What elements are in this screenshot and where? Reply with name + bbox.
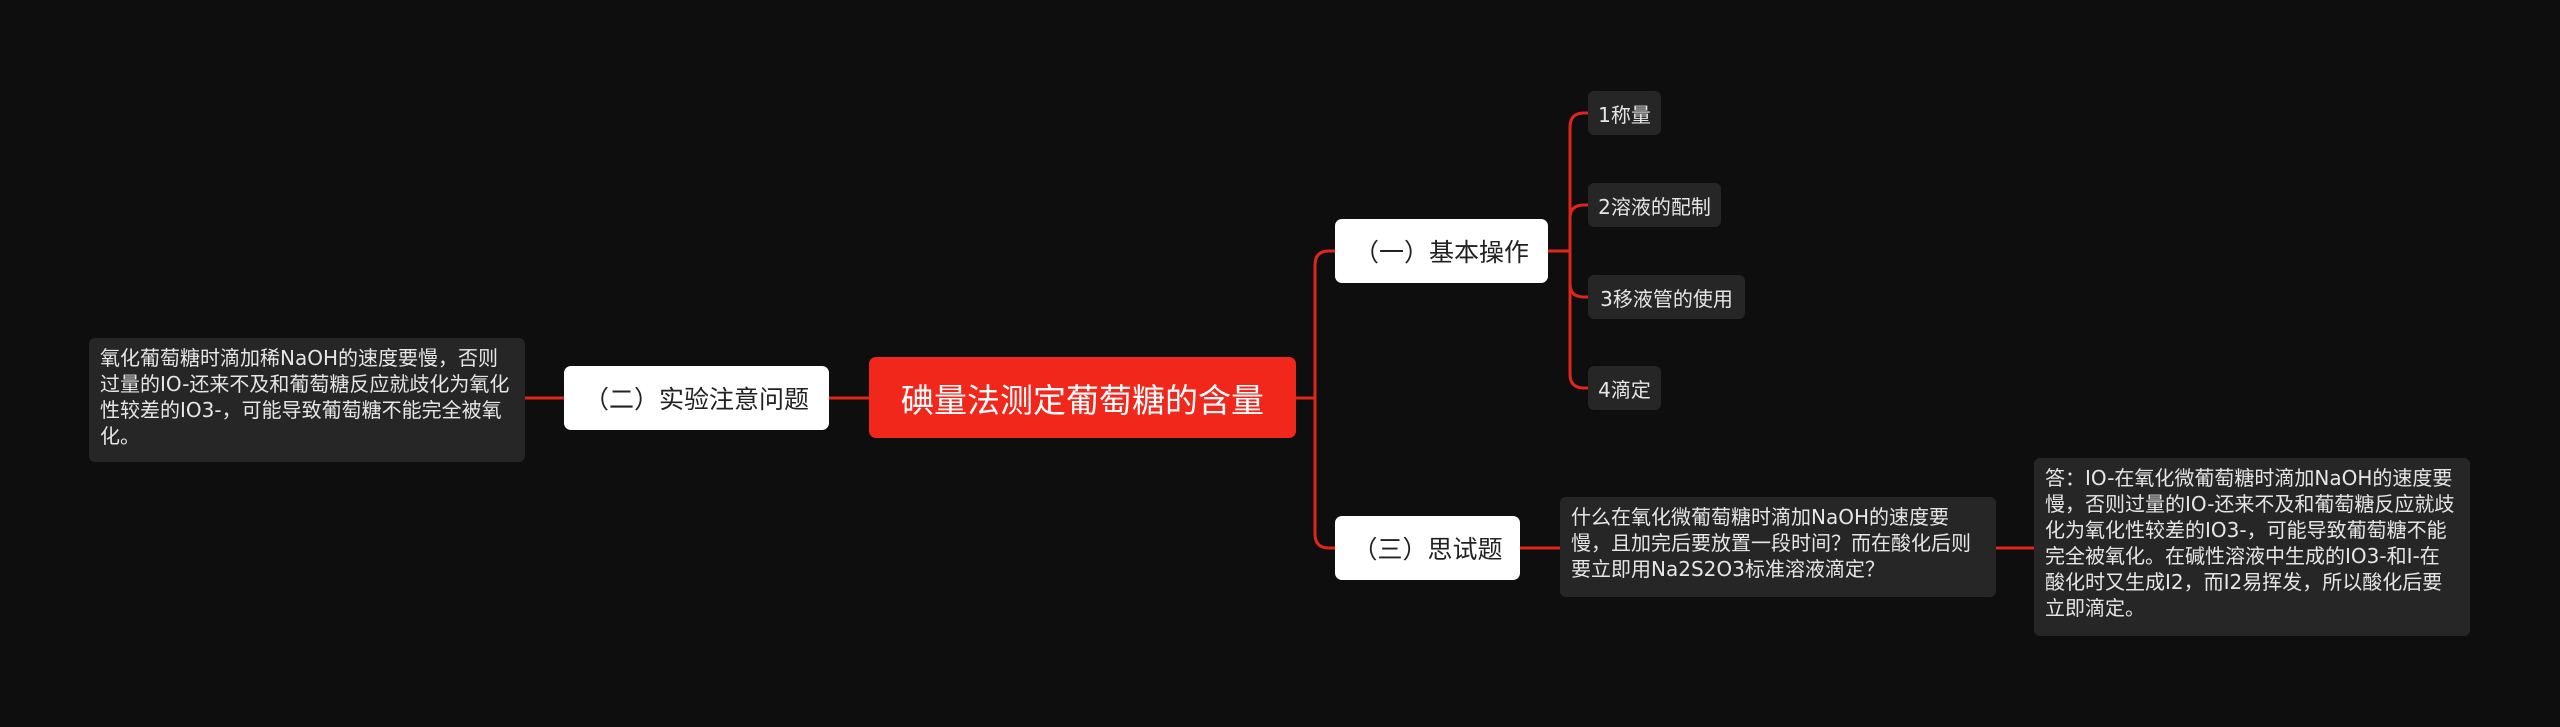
answer-note-text: 答：IO-在氧化微葡萄糖时滴加NaOH的速度要慢，否则过量的IO-还来不及和葡萄… — [2045, 466, 2455, 620]
leaf-weighing[interactable]: 1称量 — [1588, 91, 1661, 135]
branch-questions-label: （三）思试题 — [1352, 535, 1503, 564]
question-note[interactable]: 什么在氧化微葡萄糖时滴加NaOH的速度要慢，且加完后要放置一段时间？而在酸化后则… — [1560, 497, 1996, 597]
leaf-weighing-label: 1称量 — [1598, 102, 1651, 127]
connector-trunk-basic — [1313, 249, 1337, 400]
root-topic-label: 碘量法测定葡萄糖的含量 — [901, 380, 1264, 420]
leaf-titration[interactable]: 4滴定 — [1588, 366, 1661, 410]
precautions-note-text: 氧化葡萄糖时滴加稀NaOH的速度要慢，否则过量的IO-还来不及和葡萄糖反应就歧化… — [100, 346, 510, 448]
root-topic[interactable]: 碘量法测定葡萄糖的含量 — [869, 357, 1296, 438]
leaf-solution-prep[interactable]: 2溶液的配制 — [1588, 183, 1721, 227]
branch-precautions-label: （二）实验注意问题 — [583, 385, 809, 414]
precautions-note[interactable]: 氧化葡萄糖时滴加稀NaOH的速度要慢，否则过量的IO-还来不及和葡萄糖反应就歧化… — [89, 338, 525, 462]
leaf-pipette-use[interactable]: 3移液管的使用 — [1588, 275, 1745, 319]
branch-questions[interactable]: （三）思试题 — [1335, 516, 1520, 580]
branch-basic-ops[interactable]: （一）基本操作 — [1335, 219, 1548, 283]
connector-basic-leaf-2 — [1568, 203, 1590, 253]
branch-basic-ops-label: （一）基本操作 — [1353, 238, 1529, 267]
connector-trunk-questions — [1313, 396, 1337, 550]
leaf-pipette-use-label: 3移液管的使用 — [1600, 286, 1733, 311]
connector-basic-leaf-3 — [1568, 249, 1590, 299]
branch-precautions[interactable]: （二）实验注意问题 — [564, 366, 829, 430]
leaf-titration-label: 4滴定 — [1598, 377, 1651, 402]
answer-note[interactable]: 答：IO-在氧化微葡萄糖时滴加NaOH的速度要慢，否则过量的IO-还来不及和葡萄… — [2034, 458, 2470, 636]
connector-basic-leaf-4 — [1568, 249, 1590, 390]
leaf-solution-prep-label: 2溶液的配制 — [1598, 194, 1711, 219]
connector-basic-leaf-1 — [1568, 111, 1590, 253]
question-note-text: 什么在氧化微葡萄糖时滴加NaOH的速度要慢，且加完后要放置一段时间？而在酸化后则… — [1571, 505, 1971, 581]
